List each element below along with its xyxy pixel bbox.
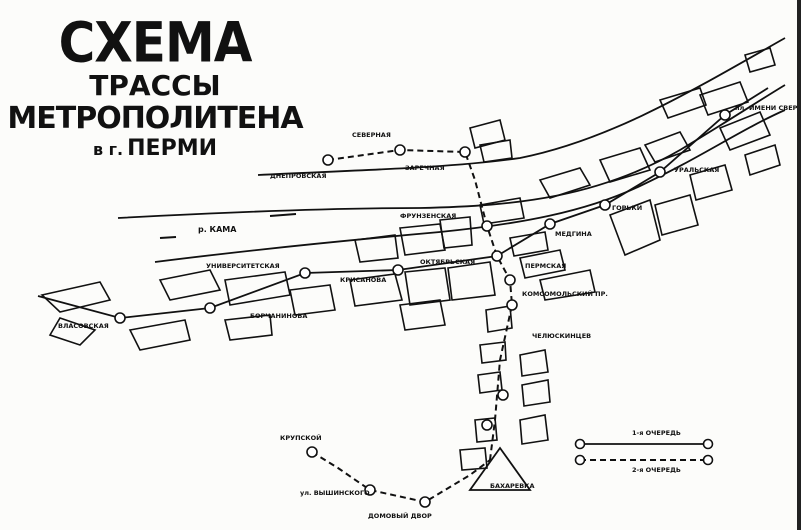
station-medgina[interactable] [544,218,556,230]
station-zvezdnaya[interactable] [419,496,431,508]
label-gorki: ГОРЬКИ [612,204,642,212]
station-zarechnaya[interactable] [459,146,471,158]
station-gorki[interactable] [599,199,611,211]
label-medgina: МЕДГИНА [555,230,592,238]
station-markers [114,109,731,508]
label-oktyabrskaya: ОКТЯБРЬСКАЯ [420,258,475,266]
label-krupskaya: КРУПСКОЙ [280,433,322,442]
station-severnaya[interactable] [394,144,406,156]
label-permskaya: ПЕРМСКАЯ [525,262,566,270]
label-borchaninova: БОРЧАНИНОВА [250,312,307,320]
line-2-path [327,148,514,461]
station-krupskaya[interactable] [306,446,318,458]
legend-stage-1: 1-я ОЧЕРЕДЬ [632,429,681,437]
label-bakharevka: БАХАРЕВКА [490,482,535,490]
station-uralskaya[interactable] [654,166,666,178]
title-prefix: в г. [92,140,124,159]
station-mid-1[interactable] [497,389,509,401]
title-line-1: СХЕМА [58,11,253,75]
city-blocks [40,47,781,471]
station-krisanova[interactable] [392,264,404,276]
label-universitetskaya: УНИВЕРСИТЕТСКАЯ [206,262,280,270]
label-krisanova: КРИСАНОВА [340,276,386,284]
station-sverdlova[interactable] [719,109,731,121]
station-mid-2[interactable] [481,419,493,431]
label-uralskaya: УРАЛЬСКАЯ [674,166,719,174]
line-2-branch-path [311,451,491,504]
label-vlasova: ВЛАСОВСКАЯ [58,322,109,330]
title-city: ПЕРМИ [127,136,217,161]
map-title: СХЕМА ТРАССЫ МЕТРОПОЛИТЕНА в г.ПЕРМИ [0,11,310,160]
station-komsomolskaya[interactable] [506,299,518,311]
station-universitetskaya[interactable] [299,267,311,279]
station-permskaya[interactable] [504,274,516,286]
river-south-bank-lower [154,109,786,263]
label-komsomolskaya: КОМСОМОЛЬСКИЙ ПР. [522,289,608,298]
label-dneprovskaya: ДНЕПРОВСКАЯ [270,172,326,180]
line-1-path [37,87,769,319]
title-line-2: ТРАССЫ [89,69,221,102]
river-south-bank-main [117,84,786,219]
station-borchaninova[interactable] [204,302,216,314]
station-labels: ДНЕПРОВСКАЯ СЕВЕРНАЯ ЗАРЕЧНАЯ ФРУНЗЕНСКА… [58,104,801,520]
station-frunzenskaya[interactable] [481,220,493,232]
legend-stage-2: 2-я ОЧЕРЕДЬ [632,466,681,474]
label-zarechnaya: ЗАРЕЧНАЯ [405,164,445,172]
station-oktyabrskaya[interactable] [491,250,503,262]
station-vyshinskaya[interactable] [364,484,376,496]
legend: 1-я ОЧЕРЕДЬ 2-я ОЧЕРЕДЬ [574,429,714,474]
station-dneprovskaya[interactable] [322,154,334,166]
label-vyshinskaya: ул. ВЫШИНСКОГО [300,489,370,497]
river-label: р. КАМА [198,225,237,234]
scan-edge [797,0,801,530]
label-zvezdnaya: ДОМОВЫЙ ДВОР [368,511,432,520]
station-vlasova[interactable] [114,312,126,324]
label-cheluskintsev: ЧЕЛЮСКИНЦЕВ [532,332,591,340]
river-north-bank [257,37,786,176]
label-sverdlova: пл. ИМЕНИ СВЕРДЛОВА [735,104,801,112]
title-line-4: в г.ПЕРМИ [0,138,310,160]
label-severnaya: СЕВЕРНАЯ [352,131,391,139]
label-frunzenskaya: ФРУНЗЕНСКАЯ [400,212,456,220]
title-line-3: МЕТРОПОЛИТЕНА [7,101,303,136]
